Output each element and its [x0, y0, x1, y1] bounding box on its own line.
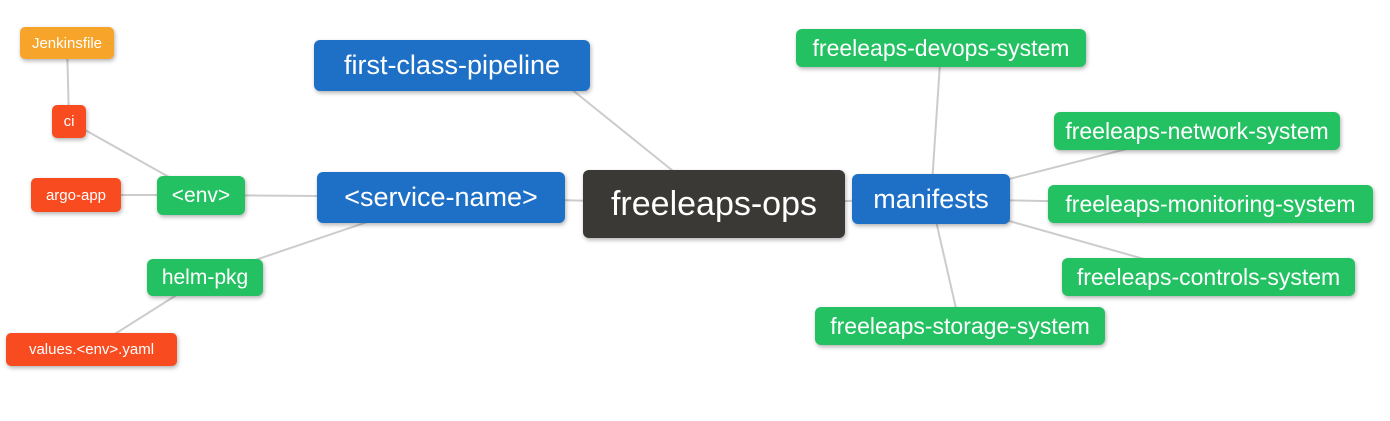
- node-jenkinsfile[interactable]: Jenkinsfile: [20, 27, 114, 59]
- node-freeleaps-devops-system[interactable]: freeleaps-devops-system: [796, 29, 1086, 67]
- node-ci[interactable]: ci: [52, 105, 86, 138]
- node-freeleaps-monitoring-system[interactable]: freeleaps-monitoring-system: [1048, 185, 1373, 223]
- node-values-env-yaml[interactable]: values.<env>.yaml: [6, 333, 177, 366]
- node-freeleaps-storage-system[interactable]: freeleaps-storage-system: [815, 307, 1105, 345]
- node-manifests[interactable]: manifests: [852, 174, 1010, 224]
- node-freeleaps-network-system[interactable]: freeleaps-network-system: [1054, 112, 1340, 150]
- node-service-name[interactable]: <service-name>: [317, 172, 565, 223]
- node-first-class-pipeline[interactable]: first-class-pipeline: [314, 40, 590, 91]
- node-freeleaps-controls-system[interactable]: freeleaps-controls-system: [1062, 258, 1355, 296]
- edge-manifests-devops-system: [930, 47, 942, 200]
- node-env[interactable]: <env>: [157, 176, 245, 215]
- node-freeleaps-ops-root[interactable]: freeleaps-ops: [583, 170, 845, 238]
- node-helm-pkg[interactable]: helm-pkg: [147, 259, 263, 296]
- node-argo-app[interactable]: argo-app: [31, 178, 121, 212]
